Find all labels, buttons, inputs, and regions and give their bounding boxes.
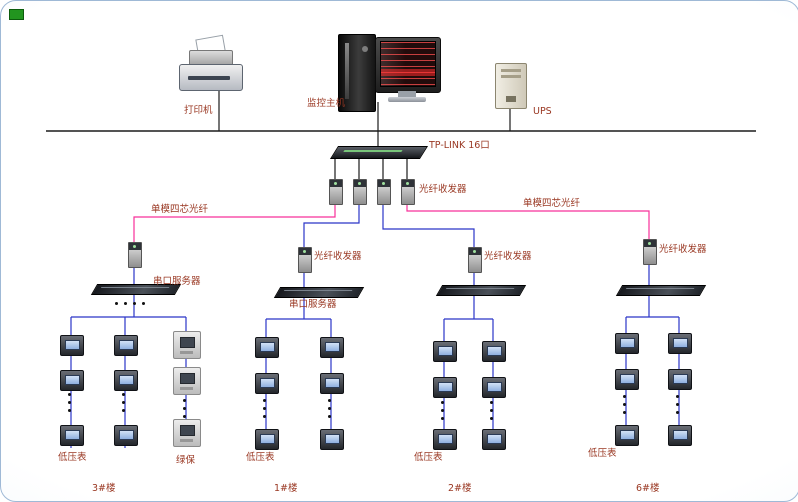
pc-tower: [338, 34, 376, 112]
more-meters-ellipsis: [328, 399, 331, 418]
meter: [433, 341, 457, 362]
transceiver-label: 光纤收发器: [659, 244, 707, 255]
building-name: 1#楼: [274, 483, 298, 494]
meter: [114, 335, 138, 356]
meter: [615, 333, 639, 354]
crt-monitor: [375, 37, 441, 103]
building-name: 2#楼: [448, 483, 472, 494]
printer-output-slot: [188, 76, 230, 80]
ups-unit: [495, 63, 527, 109]
more-meters-ellipsis: [490, 401, 493, 420]
meter: [668, 369, 692, 390]
serial-server: [615, 285, 707, 296]
meter: [668, 333, 692, 354]
building-name: 6#楼: [636, 483, 660, 494]
meter: [668, 425, 692, 446]
corner-green-badge: [9, 9, 24, 20]
meter-label: 低压表: [588, 448, 617, 459]
fiber-transceiver: [401, 179, 415, 205]
meter: [320, 429, 344, 450]
host-label: 监控主机: [307, 98, 346, 109]
protective-relay: [173, 419, 201, 447]
serial-server-label: 串口服务器: [153, 276, 201, 287]
transceiver-label: 光纤收发器: [484, 251, 532, 262]
meter: [433, 377, 457, 398]
more-meters-ellipsis: [122, 393, 125, 412]
meter: [60, 370, 84, 391]
fiber-left-label: 单模四芯光纤: [151, 204, 209, 215]
fiber-transceiver: [643, 239, 657, 265]
more-meters-ellipsis: [676, 395, 679, 414]
protective-relay: [173, 367, 201, 395]
more-ports-ellipsis: [115, 302, 145, 305]
serial-server: [435, 285, 527, 296]
meter: [320, 373, 344, 394]
fiber-transceiver: [468, 247, 482, 273]
monitor-base: [388, 97, 426, 102]
meter: [482, 429, 506, 450]
meter-label: 低压表: [414, 452, 443, 463]
more-relays-ellipsis: [183, 399, 186, 418]
meter: [320, 337, 344, 358]
meter: [615, 425, 639, 446]
fiber-mid-left-line: [303, 203, 360, 247]
fiber-transceiver: [298, 247, 312, 273]
meter: [255, 337, 279, 358]
switch-label: TP-LINK 16口: [429, 140, 490, 151]
meter-label: 低压表: [246, 452, 275, 463]
ethernet-switch: [329, 146, 429, 159]
printer-label: 打印机: [184, 105, 213, 116]
meter: [433, 429, 457, 450]
more-meters-ellipsis: [441, 401, 444, 420]
relay-label: 绿保: [176, 455, 196, 466]
more-meters-ellipsis: [263, 399, 266, 418]
meter: [482, 377, 506, 398]
more-meters-ellipsis: [623, 395, 626, 414]
protective-relay: [173, 331, 201, 359]
fiber-transceiver: [353, 179, 367, 205]
meter: [114, 370, 138, 391]
fiber-right-line: [406, 203, 650, 239]
fiber-right-label: 单模四芯光纤: [523, 198, 581, 209]
meter: [255, 373, 279, 394]
fiber-mid-right-line: [382, 203, 475, 247]
transceiver-label: 光纤收发器: [314, 251, 362, 262]
fiber-transceiver: [377, 179, 391, 205]
building-name: 3#楼: [92, 483, 116, 494]
fiber-transceiver: [128, 242, 142, 268]
building-3-wiring: [443, 271, 494, 448]
transceivers-label: 光纤收发器: [419, 184, 467, 195]
switch-to-transceiver-lines: [334, 157, 408, 179]
meter: [615, 369, 639, 390]
meter: [482, 341, 506, 362]
serial-server-label: 串口服务器: [289, 299, 337, 310]
monitor-stand: [398, 91, 416, 97]
fiber-transceiver: [329, 179, 343, 205]
printer: [179, 34, 243, 93]
fiber-left-line: [133, 203, 336, 242]
monitor-screen: [380, 41, 436, 87]
building-2-wiring: [265, 271, 332, 448]
building-4-wiring: [625, 263, 680, 444]
meter: [60, 425, 84, 446]
meter: [114, 425, 138, 446]
serial-server: [273, 287, 365, 298]
meter-label: 低压表: [58, 452, 87, 463]
meter: [255, 429, 279, 450]
meter: [60, 335, 84, 356]
ups-label: UPS: [533, 106, 552, 117]
more-meters-ellipsis: [68, 393, 71, 412]
